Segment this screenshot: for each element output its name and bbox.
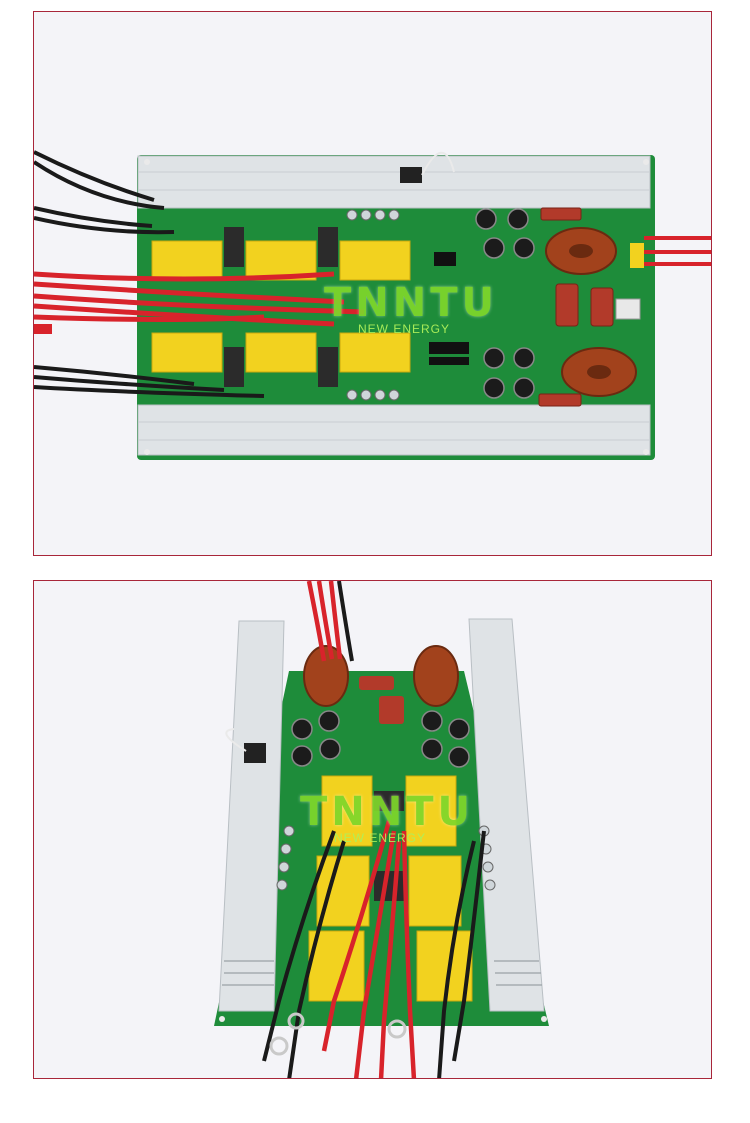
temperature-sensor xyxy=(244,743,266,763)
heatsink-top xyxy=(137,155,651,209)
transformer-group xyxy=(151,240,411,373)
inverter-board-top-view xyxy=(34,150,711,460)
transformer xyxy=(151,332,223,373)
watermark-brand: TNNTU xyxy=(300,789,475,835)
brand-watermark: TNNTU NEW ENERGY xyxy=(324,280,499,336)
inverter-board-angled-view xyxy=(214,581,549,1078)
capacitor xyxy=(483,347,505,369)
black-wires xyxy=(262,581,486,1078)
transformer-group xyxy=(308,775,473,1002)
watermark-subtitle: NEW ENERGY xyxy=(333,831,426,845)
capacitor xyxy=(513,377,535,399)
black-wires xyxy=(34,150,265,398)
transformer xyxy=(339,240,411,281)
red-wires xyxy=(306,581,417,1078)
capacitor xyxy=(513,347,535,369)
temperature-sensor xyxy=(400,167,422,183)
heatsink-left xyxy=(218,620,285,1012)
heatsink-bottom xyxy=(137,404,651,456)
capacitor xyxy=(475,208,497,230)
transformer xyxy=(321,775,373,847)
product-photo-bottom: TNNTU NEW ENERGY xyxy=(33,580,712,1079)
capacitor xyxy=(513,237,535,259)
brand-watermark: TNNTU NEW ENERGY xyxy=(300,789,475,845)
capacitor xyxy=(483,237,505,259)
product-photo-top: TNNTU NEW ENERGY xyxy=(33,11,712,556)
transformer xyxy=(416,930,473,1002)
red-wires xyxy=(34,271,365,327)
capacitor xyxy=(507,208,529,230)
toroid-coil xyxy=(303,645,459,707)
watermark-subtitle: NEW ENERGY xyxy=(357,322,450,336)
transformer xyxy=(405,775,457,847)
transformer xyxy=(245,332,317,373)
transformer xyxy=(339,332,411,373)
transformer xyxy=(408,855,462,927)
capacitor xyxy=(483,377,505,399)
transformer xyxy=(151,240,223,281)
watermark-brand: TNNTU xyxy=(324,280,499,326)
heatsink-right xyxy=(468,618,545,1012)
